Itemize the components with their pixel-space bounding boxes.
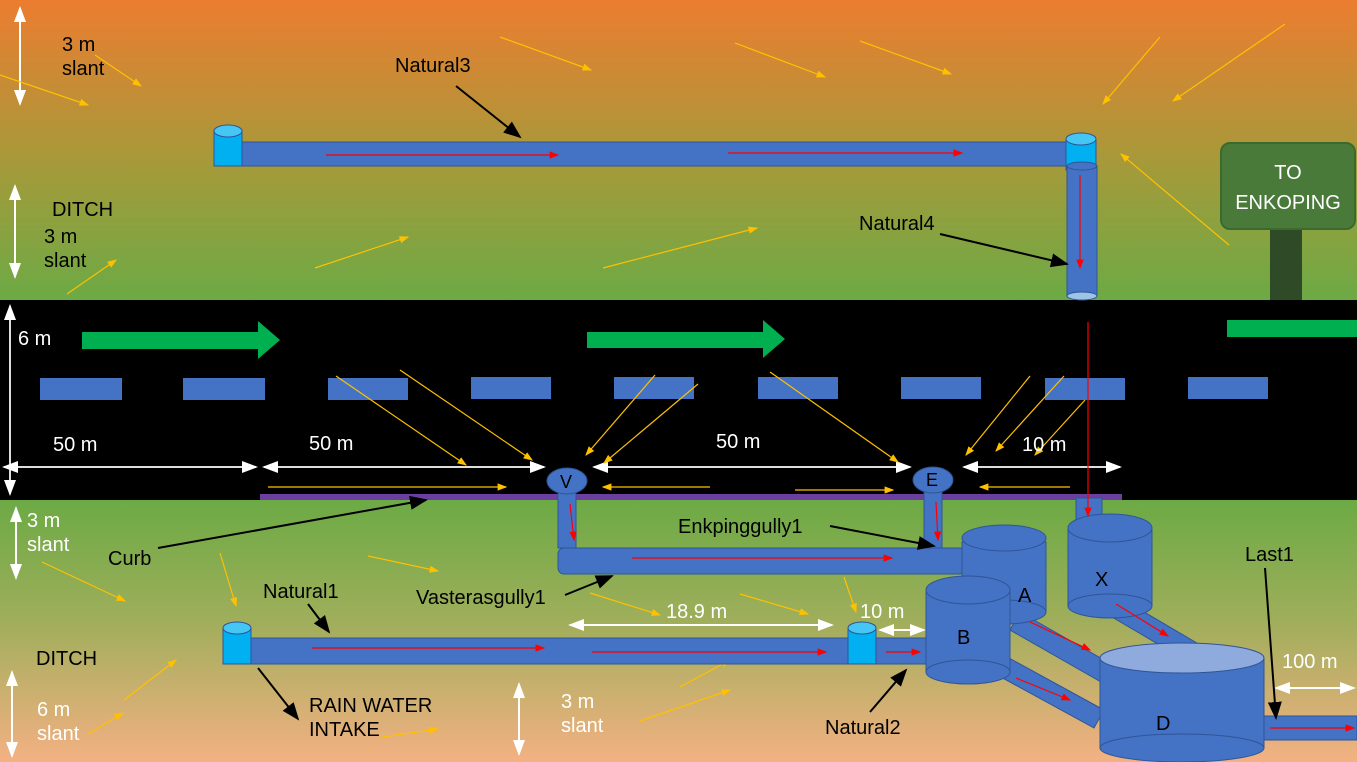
tank-x-label: X: [1095, 569, 1109, 591]
gully-e-label: E: [926, 470, 939, 490]
ditch-top-slant-label: 3 m slant: [44, 226, 87, 272]
bottom-3m-slant-label: 3 m slant: [561, 691, 604, 737]
ditch-bottom-label: DITCH: [36, 648, 98, 670]
natural3-label: Natural3: [395, 55, 471, 77]
segment-4-label: 10 m: [1022, 434, 1067, 456]
bottom-slant-label: 3 m slant: [27, 510, 70, 556]
last1-label: Last1: [1245, 544, 1294, 566]
enkpinggully1-label: Enkpinggully1: [678, 516, 803, 538]
slant-dimensions: [6, 6, 1356, 758]
tank-b-shape: [925, 575, 1011, 685]
sign-post: [1270, 230, 1302, 300]
tank-b-label: B: [957, 627, 971, 649]
bottom-6m-slant-label: 6 m slant: [37, 699, 80, 745]
rain-water-intake-label: RAIN WATER INTAKE: [309, 695, 433, 741]
segment-1-label: 50 m: [53, 434, 98, 456]
natural3-pipe: [213, 124, 1097, 171]
natural2-label: Natural2: [825, 717, 901, 739]
dist-10-label: 10 m: [860, 601, 905, 623]
gully-v-label: V: [560, 472, 573, 492]
gully-pipe: [557, 547, 967, 575]
tank-a-label: A: [1018, 585, 1032, 607]
dist-18-9-label: 18.9 m: [666, 601, 728, 623]
natural4-pipe: [1066, 161, 1098, 301]
ditch-top-label: DITCH: [52, 199, 114, 221]
lane-markings: [40, 377, 1268, 400]
curb-label: Curb: [108, 548, 152, 570]
to-enkoping-sign: TO ENKOPING: [1220, 142, 1356, 230]
natural1-label: Natural1: [263, 581, 339, 603]
traffic-direction-arrows: [82, 320, 1357, 359]
segment-3-label: 50 m: [716, 431, 761, 453]
road-width-label: 6 m: [18, 328, 52, 350]
tank-x-shape: [1067, 513, 1153, 619]
top-slant-label: 3 m slant: [62, 34, 105, 80]
flow-arrows: [312, 149, 1356, 732]
natural4-label: Natural4: [859, 213, 935, 235]
leader-arrows: [157, 85, 1282, 721]
runoff-arrows: [0, 23, 1286, 738]
segment-2-label: 50 m: [309, 433, 354, 455]
tank-d-label: D: [1156, 713, 1171, 735]
road-dimensions: [2, 304, 1122, 496]
vasterasgully1-label: Vasterasgully1: [416, 587, 546, 609]
dist-100-label: 100 m: [1282, 651, 1338, 673]
sign-text: TO ENKOPING: [1235, 162, 1341, 214]
tank-d-shape: [1099, 642, 1265, 762]
curb: [260, 494, 1122, 500]
